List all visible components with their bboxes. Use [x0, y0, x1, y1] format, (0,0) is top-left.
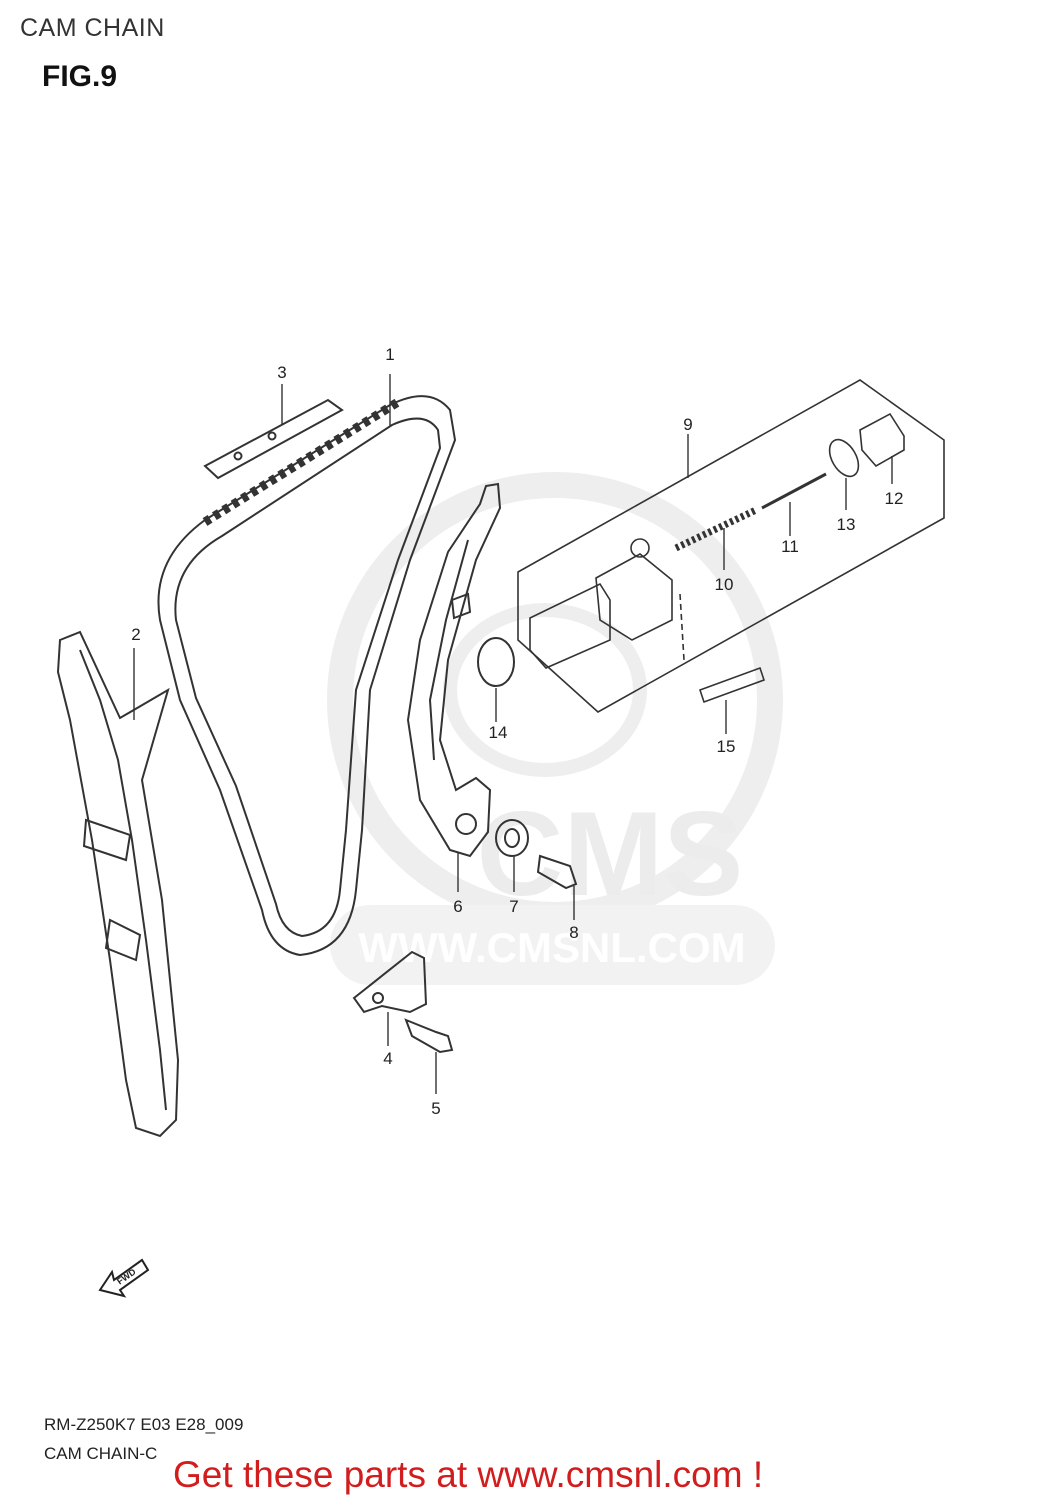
callout-2: 2	[131, 625, 140, 644]
tensioner-guide-part	[56, 630, 180, 1138]
page-title: CAM CHAIN	[20, 14, 165, 42]
o-ring-part	[477, 637, 515, 687]
cam-chain-part	[157, 395, 457, 957]
callout-leaders	[133, 374, 893, 1094]
promo-link[interactable]: Get these parts at www.cmsnl.com !	[173, 1454, 764, 1495]
watermark: CMS WWW.CMSNL.COM	[327, 472, 783, 985]
forward-arrow-icon: FWD	[98, 1258, 150, 1298]
diagram-caption: CAM CHAIN-C	[44, 1444, 158, 1463]
chain-guide-top-part	[203, 398, 344, 480]
callout-11: 11	[781, 537, 799, 556]
callout-1: 1	[385, 345, 394, 364]
bracket-and-bolt-part	[352, 950, 454, 1054]
watermark-banner	[330, 905, 775, 985]
callout-3: 3	[277, 363, 286, 382]
callout-12: 12	[885, 489, 904, 508]
figure-number: FIG.9	[42, 60, 118, 93]
watermark-logo-face	[443, 603, 647, 777]
chain-tensioner-blade-part	[406, 482, 502, 858]
callout-5: 5	[431, 1099, 440, 1118]
callout-4: 4	[383, 1049, 392, 1068]
diagram-code: RM-Z250K7 E03 E28_009	[44, 1415, 244, 1434]
callout-7: 7	[509, 897, 518, 916]
tensioner-assembly-part	[517, 379, 945, 713]
washer-and-bolt-part	[495, 819, 578, 890]
watermark-url: WWW.CMSNL.COM	[358, 924, 745, 971]
callout-labels: 1 2 3 4 5 6 7 8 9 10 11 12 13 14 15	[131, 345, 903, 1118]
callout-10: 10	[715, 575, 734, 594]
callout-14: 14	[489, 723, 508, 742]
callout-8: 8	[569, 923, 578, 942]
callout-13: 13	[837, 515, 856, 534]
callout-9: 9	[683, 415, 692, 434]
callout-6: 6	[453, 897, 462, 916]
callout-15: 15	[717, 737, 736, 756]
